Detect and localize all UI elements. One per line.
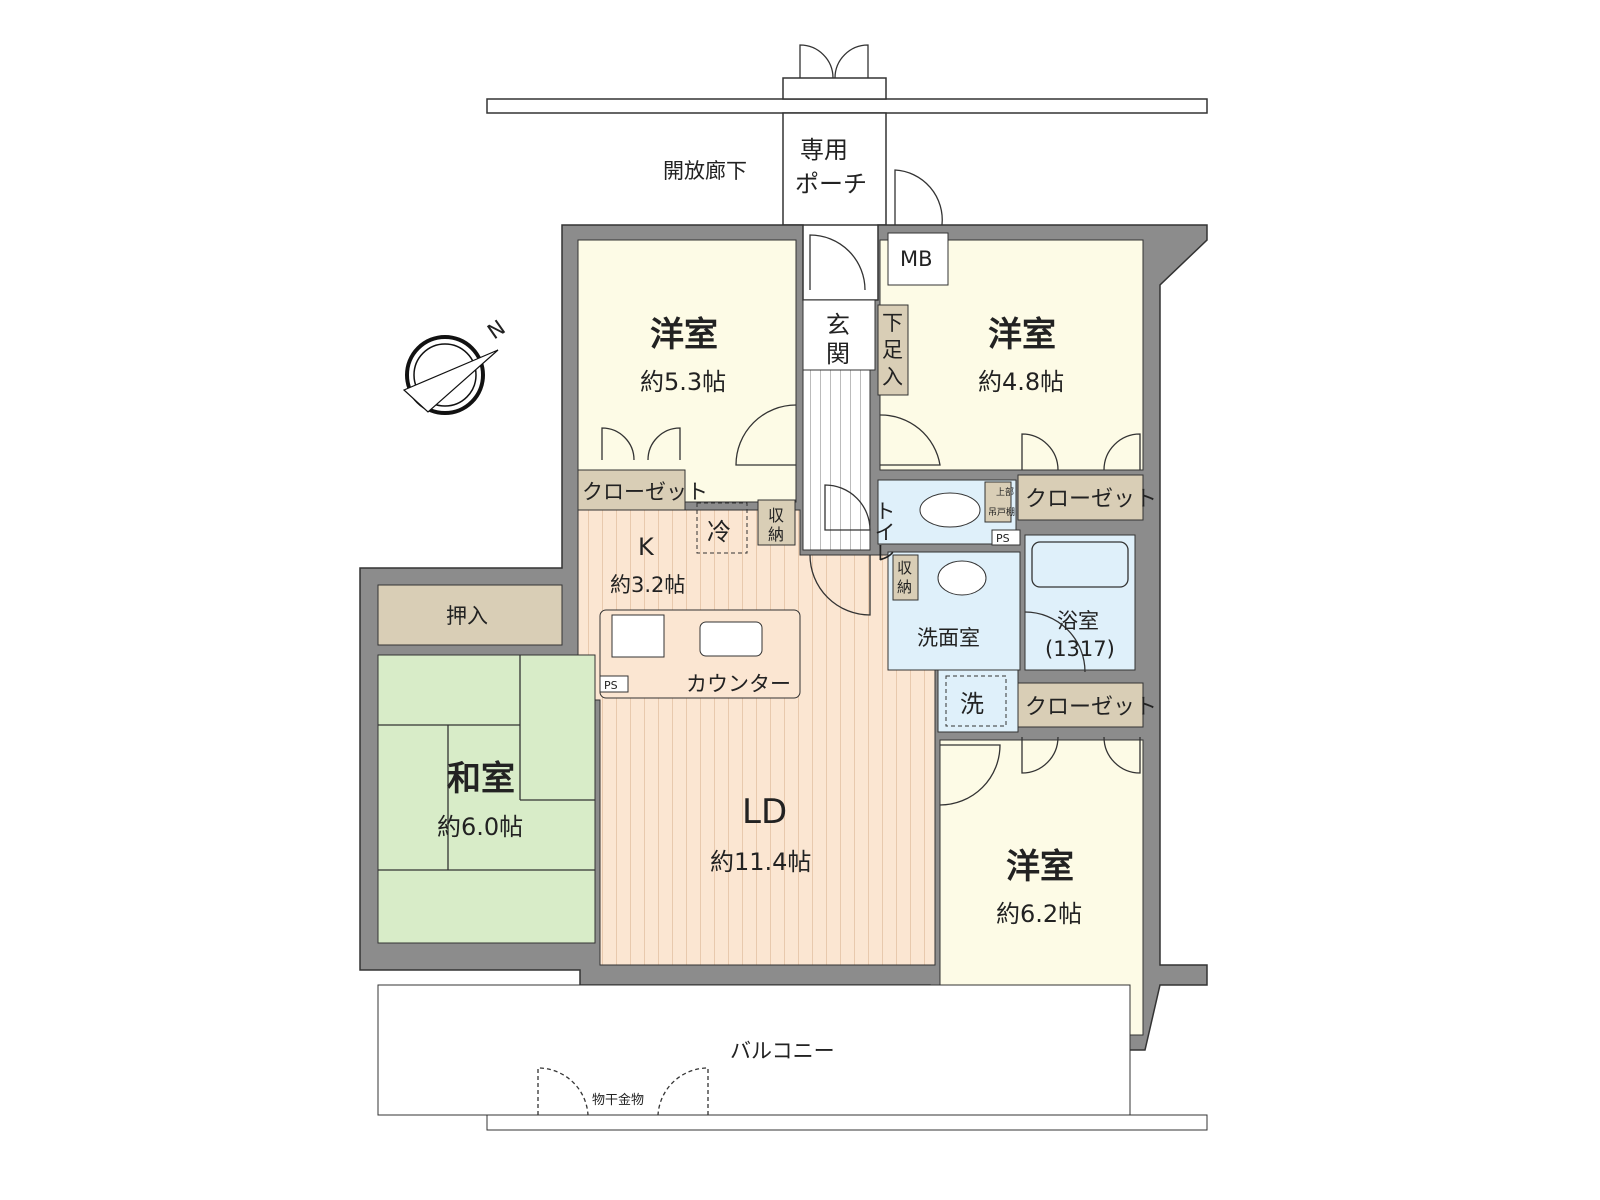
washroom-label: 洗面室: [917, 626, 980, 650]
room-name-western-nw: 洋室: [650, 315, 718, 355]
bath-label: 浴室: [1057, 609, 1099, 633]
ps-kitchen-label: PS: [604, 679, 618, 692]
ps-bath-label: PS: [996, 532, 1010, 545]
storage-hall: [757, 499, 796, 546]
room-size-japanese: 約6.0帖: [437, 813, 523, 841]
shoe-cabinet-label-3: 入: [882, 365, 903, 389]
toilet-label: トイレ: [872, 500, 896, 563]
porch: [782, 112, 887, 226]
mb-closet: [887, 232, 949, 286]
door-swings: [537, 234, 1141, 1116]
drying-hardware-label: 物干金物: [592, 1092, 644, 1108]
storage-hall-label-2: 納: [768, 525, 784, 544]
oshiire: [377, 584, 563, 646]
mb-label: MB: [900, 247, 933, 271]
closet-se: [1017, 682, 1144, 728]
storage-wash: [892, 554, 919, 601]
bathtub-icon: [1031, 541, 1129, 588]
entrance: [802, 299, 876, 371]
hallway: [802, 369, 871, 551]
gate-door-swing: [799, 44, 869, 79]
closet-nw: [577, 469, 686, 511]
corridor-label: 開放廊下: [663, 159, 747, 183]
closet-nw-label: クローゼット: [582, 480, 708, 504]
sink-icon: [699, 621, 763, 657]
western-room-nw: [577, 239, 797, 503]
entrance-label-2: 関: [826, 340, 850, 368]
room-name-kitchen: K: [638, 533, 655, 561]
fridge-space: [696, 502, 748, 554]
toilet-icon: [919, 492, 981, 528]
bath-size-label: (1317): [1045, 637, 1115, 661]
closet-se-label: クローゼット: [1025, 695, 1157, 720]
room-size-western-se: 約6.2帖: [996, 900, 1082, 928]
storage-wash-label-2: 納: [897, 578, 912, 596]
shoe-cabinet: [877, 304, 909, 396]
tatami-lines: [378, 655, 595, 871]
stove-icon: [611, 614, 665, 658]
room-size-western-nw: 約5.3帖: [640, 368, 726, 396]
closet-ne: [1017, 474, 1144, 521]
fridge-label: 冷: [707, 518, 731, 546]
room-name-western-se: 洋室: [1006, 847, 1074, 887]
washbasin-icon: [937, 560, 987, 596]
closet-ne-label: クローゼット: [1025, 487, 1157, 512]
shoe-cabinet-label-2: 足: [882, 338, 903, 362]
room-name-living: LD: [742, 792, 787, 832]
porch-label-2: ポーチ: [795, 170, 867, 198]
ps-bath-box: [991, 529, 1021, 546]
balcony-label: バルコニー: [730, 1039, 835, 1063]
room-size-living: 約11.4帖: [710, 848, 811, 876]
porch-gate: [782, 77, 887, 100]
north-arrow-compass-icon: N: [402, 315, 510, 415]
room-name-western-ne: 洋室: [988, 315, 1056, 355]
oshiire-label: 押入: [446, 604, 488, 628]
balcony: [377, 984, 1131, 1116]
japanese-room: [377, 654, 596, 944]
mb-door-swing: [894, 169, 943, 226]
room-name-japanese: 和室: [447, 759, 515, 799]
ps-kitchen-box: [599, 675, 629, 693]
upper-cabinet: [984, 481, 1012, 523]
washer-label: 洗: [960, 690, 984, 718]
storage-wash-label-1: 収: [897, 559, 912, 577]
upper-cabinet-label-1: 上部: [996, 486, 1014, 498]
washer-mark: [945, 675, 1007, 727]
north-label: N: [483, 315, 510, 344]
corridor-band: [486, 98, 1208, 114]
room-size-kitchen: 約3.2帖: [610, 573, 685, 597]
counter-label: カウンター: [686, 672, 791, 696]
entrance-label-1: 玄: [826, 311, 850, 339]
upper-cabinet-label-2: 吊戸棚: [988, 506, 1015, 518]
balcony-rail: [486, 1114, 1208, 1131]
storage-hall-label-1: 収: [768, 506, 784, 525]
porch-label-1: 専用: [800, 136, 848, 164]
room-size-western-ne: 約4.8帖: [978, 368, 1064, 396]
shoe-cabinet-label-1: 下: [882, 311, 903, 335]
